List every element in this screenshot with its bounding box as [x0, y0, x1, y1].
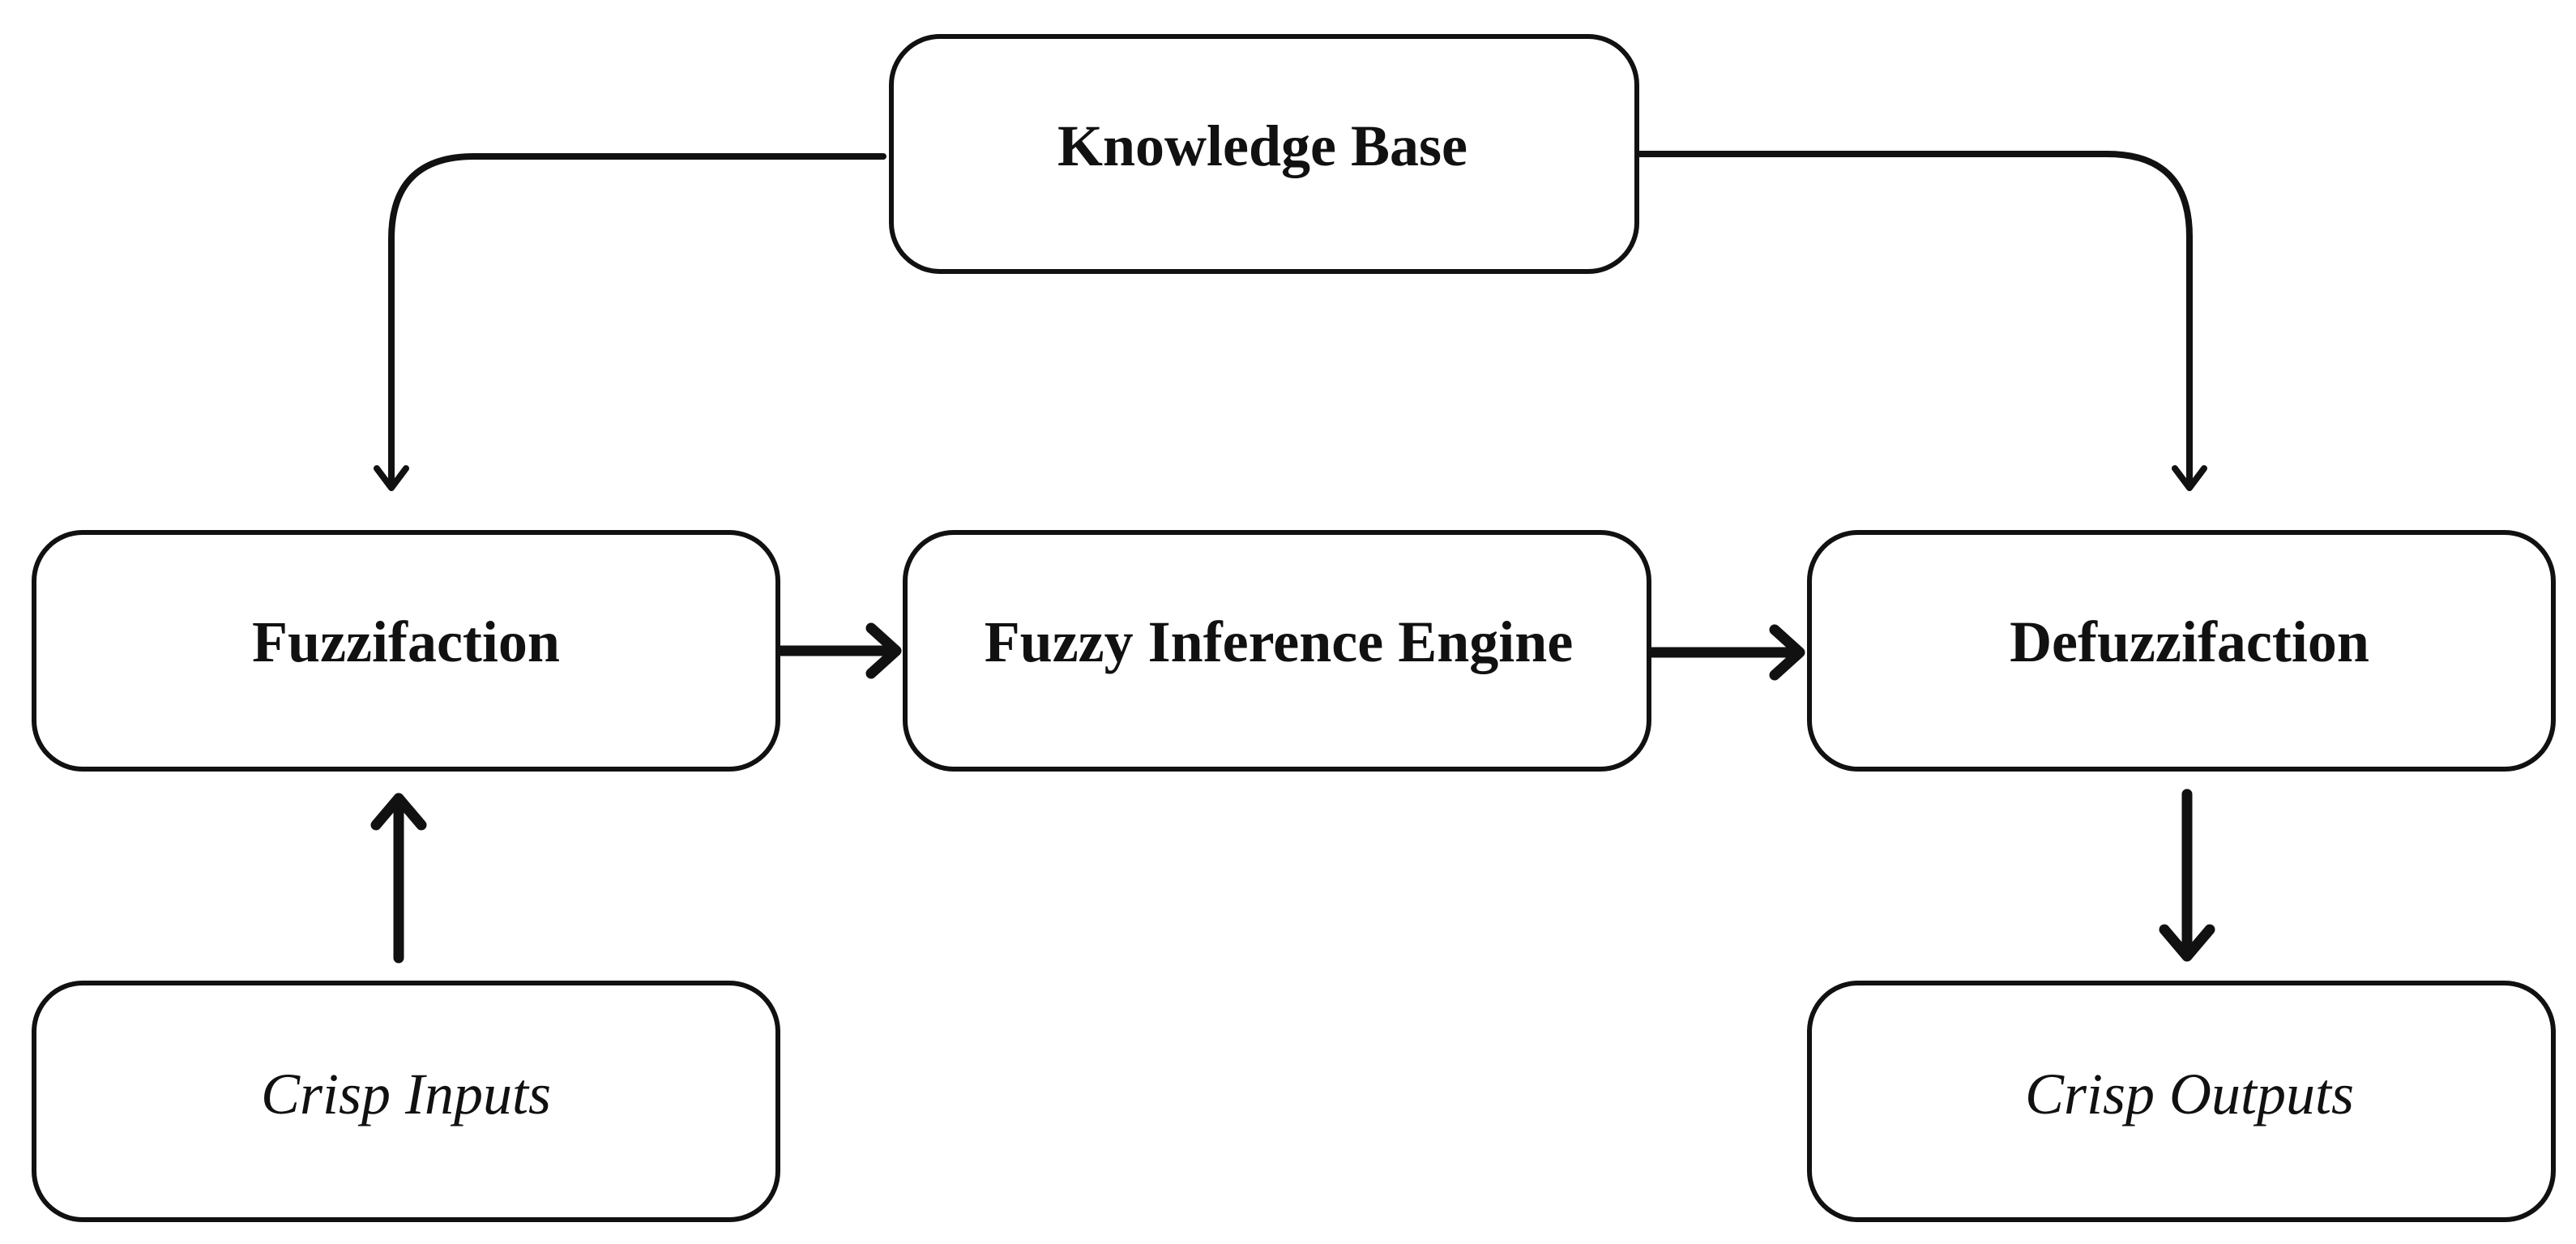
edge-fuzzification-to-inference-engine	[775, 622, 902, 679]
node-inference-engine-label: Fuzzy Inference Engine	[985, 609, 1574, 674]
node-crisp-outputs: Crisp Outputs	[1807, 981, 2556, 1222]
node-crisp-inputs-label: Crisp Inputs	[261, 1062, 551, 1126]
node-fuzzification-label: Fuzzifaction	[252, 609, 560, 674]
edge-crisp-inputs-to-fuzzification	[370, 793, 427, 964]
edge-knowledge-base-to-defuzzification	[1637, 151, 2207, 491]
node-knowledge-base: Knowledge Base	[889, 34, 1639, 274]
node-inference-engine: Fuzzy Inference Engine	[903, 530, 1651, 772]
edge-defuzzification-to-crisp-outputs	[2159, 789, 2215, 962]
edge-inference-engine-to-defuzzification	[1647, 624, 1805, 681]
node-crisp-inputs: Crisp Inputs	[32, 981, 780, 1222]
node-knowledge-base-label: Knowledge Base	[1057, 113, 1467, 178]
node-fuzzification: Fuzzifaction	[32, 530, 780, 772]
node-crisp-outputs-label: Crisp Outputs	[2025, 1062, 2354, 1126]
node-defuzzification-label: Defuzzifaction	[2010, 609, 2369, 674]
node-defuzzification: Defuzzifaction	[1807, 530, 2556, 772]
edge-knowledge-base-to-fuzzification	[374, 153, 886, 491]
